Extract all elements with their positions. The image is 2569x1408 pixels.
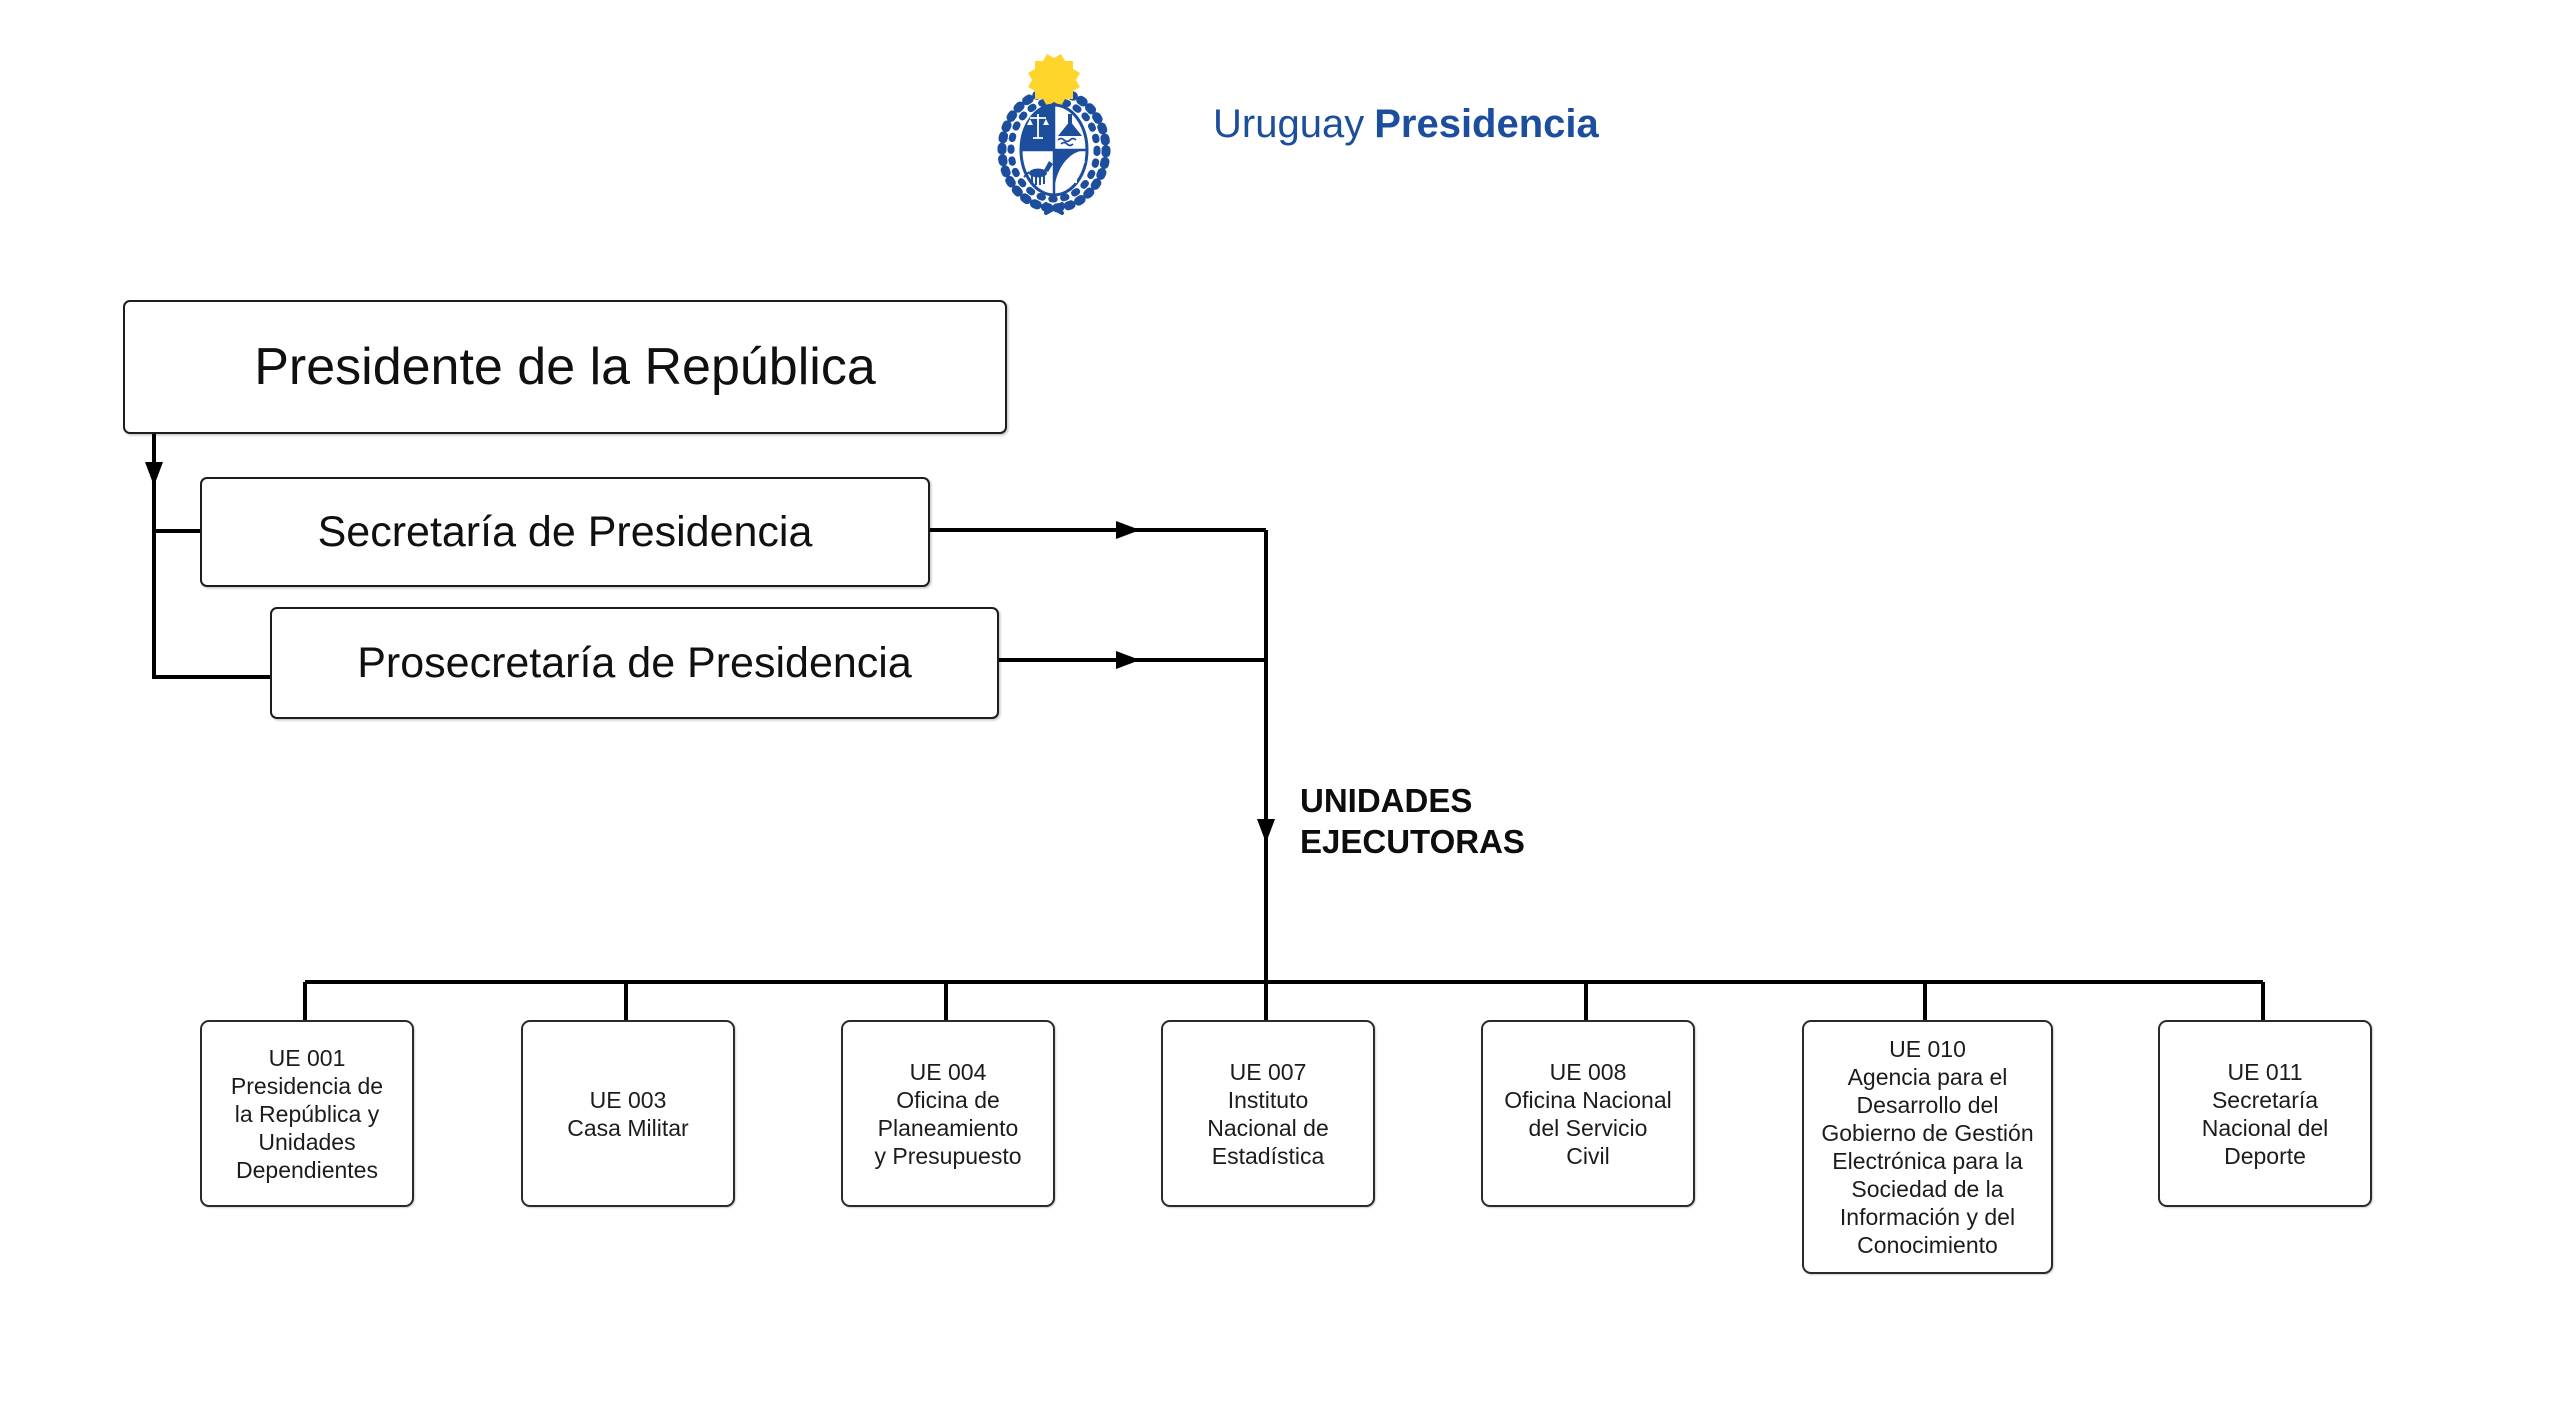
- unit-name: Agencia para el Desarrollo del Gobierno …: [1821, 1064, 2034, 1258]
- node-prosecretaria-label: Prosecretaría de Presidencia: [357, 638, 912, 687]
- unit-box-ue-003: UE 003 Casa Militar: [521, 1020, 735, 1207]
- unit-box-ue-010: UE 010 Agencia para el Desarrollo del Go…: [1802, 1020, 2053, 1274]
- unit-name: Oficina de Planeamiento y Presupuesto: [874, 1086, 1022, 1169]
- unit-box-ue-001: UE 001 Presidencia de la República y Uni…: [200, 1020, 414, 1207]
- arrow-right-icon: [1116, 651, 1140, 669]
- scales-glyph: [1027, 114, 1049, 139]
- node-secretaria-label: Secretaría de Presidencia: [317, 507, 813, 556]
- arrow-right-icon: [1116, 521, 1140, 539]
- unit-code: UE 001: [268, 1044, 346, 1071]
- unidades-ejecutoras-label: UNIDADES EJECUTORAS: [1300, 782, 1525, 860]
- node-secretaria: Secretaría de Presidencia: [200, 477, 930, 587]
- node-prosecretaria: Prosecretaría de Presidencia: [270, 607, 999, 719]
- unit-box-ue-007: UE 007 Instituto Nacional de Estadística: [1161, 1020, 1375, 1207]
- connector-presidente-spine: [152, 430, 270, 679]
- ox-glyph: [1060, 161, 1086, 184]
- unit-name: Instituto Nacional de Estadística: [1207, 1086, 1329, 1169]
- node-presidente-label: Presidente de la República: [254, 338, 876, 396]
- node-presidente: Presidente de la República: [123, 300, 1007, 434]
- uruguay-coat-of-arms-icon: [997, 54, 1111, 215]
- logo-text-uruguay: Uruguay: [1213, 102, 1365, 146]
- shield: [1019, 103, 1089, 197]
- unit-code: UE 010: [1889, 1036, 1966, 1062]
- unit-code: UE 008: [1549, 1058, 1627, 1085]
- arrow-down-icon: [145, 462, 163, 486]
- unit-code: UE 003: [589, 1086, 667, 1113]
- unit-name: Oficina Nacional del Servicio Civil: [1504, 1086, 1672, 1169]
- unit-box-ue-004: UE 004 Oficina de Planeamiento y Presupu…: [841, 1020, 1055, 1207]
- connector-unit-drops: [303, 982, 2265, 1020]
- cerro-glyph: [1057, 114, 1082, 147]
- unit-name: Presidencia de la República y Unidades D…: [230, 1072, 384, 1183]
- sun-icon: [1028, 54, 1080, 106]
- arrow-down-icon: [1257, 819, 1275, 843]
- unit-name: Casa Militar: [567, 1114, 689, 1141]
- unit-code: UE 011: [2227, 1058, 2303, 1085]
- horse-glyph: [1023, 161, 1053, 185]
- logo-text-presidencia: Presidencia: [1374, 102, 1599, 146]
- unit-name: Secretaría Nacional del Deporte: [2201, 1086, 2329, 1169]
- unit-box-ue-008: UE 008 Oficina Nacional del Servicio Civ…: [1481, 1020, 1695, 1207]
- unit-code: UE 007: [1229, 1058, 1307, 1085]
- unit-box-ue-011: UE 011 Secretaría Nacional del Deporte: [2158, 1020, 2372, 1207]
- unit-code: UE 004: [909, 1058, 987, 1085]
